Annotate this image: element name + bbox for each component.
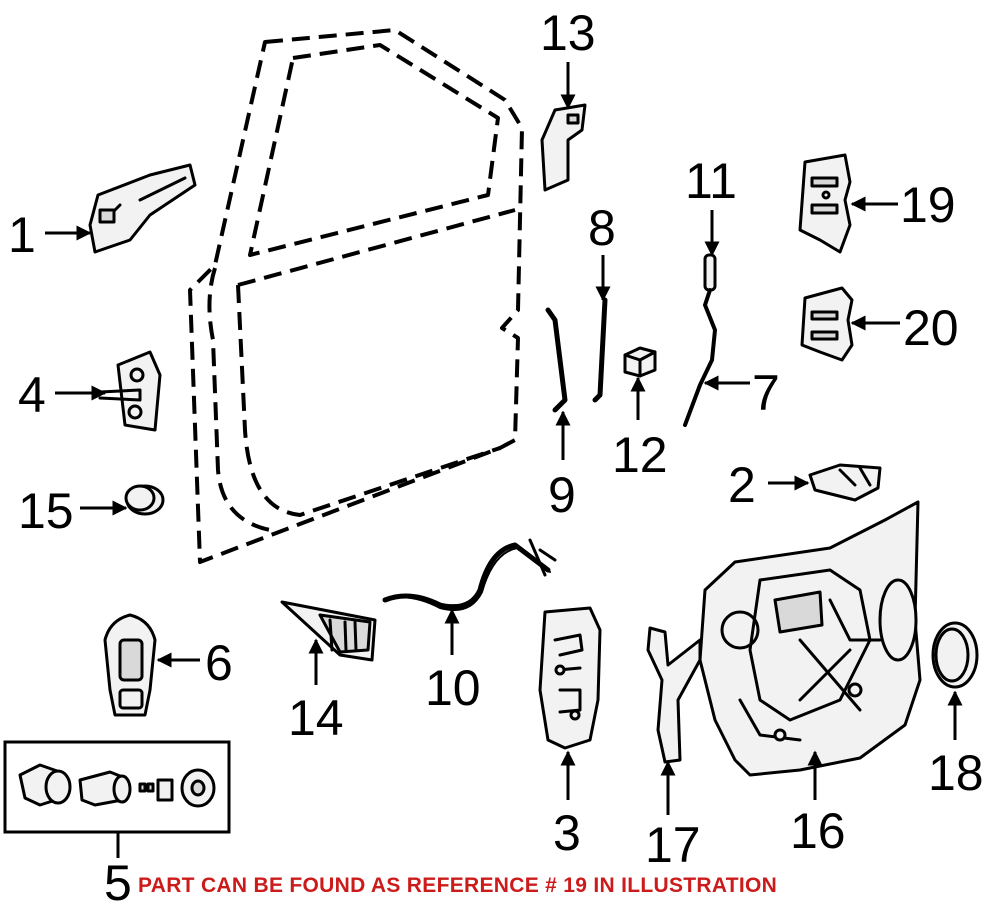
callout-3: 3 — [553, 805, 581, 861]
door-latch-part[interactable] — [538, 606, 602, 750]
callout-12: 12 — [612, 427, 668, 483]
upper-bracket-part[interactable] — [540, 103, 587, 192]
window-regulator-panel[interactable] — [698, 500, 922, 777]
callout-8: 8 — [588, 200, 616, 256]
key-fob-part[interactable] — [103, 613, 157, 717]
door-check-bracket-20[interactable] — [800, 286, 854, 362]
callout-6: 6 — [205, 635, 233, 691]
callout-2: 2 — [728, 457, 756, 513]
door-striker-part[interactable] — [98, 350, 162, 432]
lock-rod-part[interactable] — [592, 297, 608, 403]
door-outline — [188, 28, 524, 564]
callout-13: 13 — [540, 5, 596, 61]
callout-11: 11 — [685, 153, 737, 209]
callout-14: 14 — [288, 690, 344, 746]
callout-1: 1 — [8, 207, 36, 263]
callout-7: 7 — [752, 365, 780, 421]
leader-arrows — [45, 62, 963, 858]
lock-cable-part[interactable] — [683, 253, 717, 427]
door-check-bracket-19[interactable] — [798, 153, 852, 254]
callout-19: 19 — [900, 177, 956, 233]
callout-9: 9 — [548, 467, 576, 523]
callout-5: 5 — [104, 855, 132, 904]
callout-4: 4 — [18, 367, 46, 423]
lock-rod-part-9[interactable] — [545, 307, 568, 413]
clip-part[interactable] — [808, 463, 882, 502]
speaker-ring-part[interactable] — [931, 621, 979, 689]
callout-10: 10 — [425, 660, 481, 716]
window-regulator-bracket[interactable] — [646, 626, 702, 764]
plug-part[interactable] — [124, 484, 165, 516]
lock-cylinder-kit-box[interactable] — [3, 740, 231, 834]
outside-handle-part[interactable] — [88, 163, 197, 254]
callout-labels: 1 2 3 4 5 6 7 8 9 10 11 12 13 14 15 16 1… — [8, 5, 984, 904]
callout-15: 15 — [18, 483, 74, 539]
callout-20: 20 — [903, 300, 959, 356]
insulator-part[interactable] — [280, 600, 377, 662]
callout-16: 16 — [790, 803, 846, 859]
reference-note: PART CAN BE FOUND AS REFERENCE # 19 IN I… — [138, 874, 777, 897]
callout-18: 18 — [928, 745, 984, 801]
grommet-part[interactable] — [623, 346, 657, 378]
callout-17: 17 — [645, 817, 701, 873]
release-cable-part[interactable] — [382, 538, 557, 611]
